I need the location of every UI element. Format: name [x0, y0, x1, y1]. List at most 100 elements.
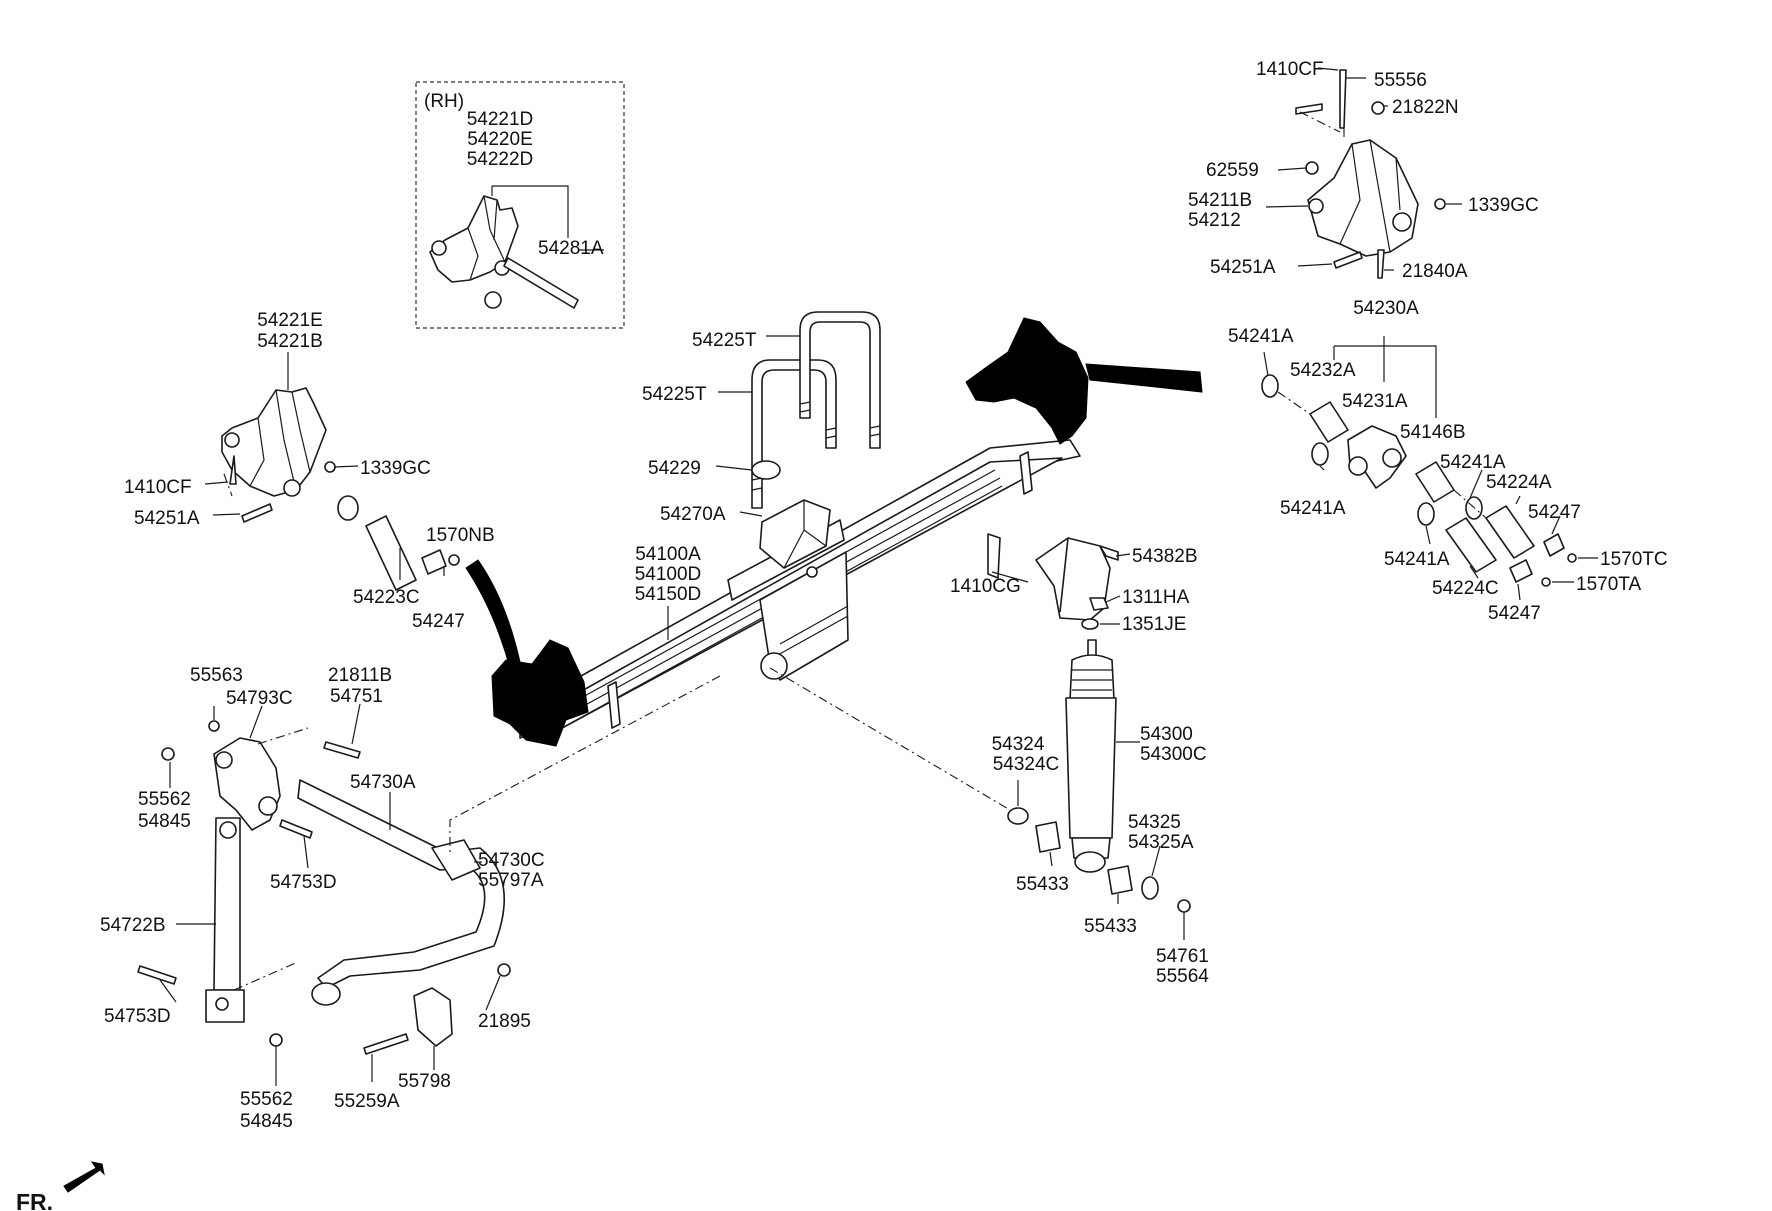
label-54221d: 54221D [467, 109, 534, 130]
washer-1351je [1081, 618, 1099, 630]
bushing-54232a [1309, 401, 1349, 443]
label-54225t-a: 54225T [692, 330, 757, 351]
label-55259a: 55259A [334, 1091, 400, 1112]
nut-1339gc-left [324, 461, 336, 473]
bolt-54247-left [421, 549, 447, 575]
label-1410cg: 1410CG [950, 576, 1021, 597]
label-54247-left: 54247 [412, 611, 465, 632]
nut-1311ha [1089, 597, 1109, 611]
nut-62559 [1305, 161, 1319, 175]
label-54222d: 54222D [467, 149, 534, 170]
nut-54761 [1177, 899, 1191, 913]
shock-upper-bracket [987, 533, 1119, 630]
label-54251a-right: 54251A [1210, 257, 1276, 278]
washer-54325 [1141, 876, 1159, 900]
rh-inset-frame [415, 81, 625, 329]
label-54845-bottom: 54845 [240, 1111, 293, 1132]
bolt-54753d-bottom [137, 965, 177, 985]
label-54150d: 54150D [635, 584, 702, 605]
label-54793c: 54793C [226, 688, 293, 709]
label-54751: 54751 [330, 686, 383, 707]
label-1570tc: 1570TC [1600, 549, 1668, 570]
label-1311ha: 1311HA [1122, 587, 1190, 608]
bolt-54247-right-upper [1543, 533, 1565, 557]
bolt-54251a-right [1333, 251, 1363, 269]
spring-rear-eye-silhouette [965, 317, 1089, 445]
rh-hanger-pin [503, 257, 579, 309]
bushing-54224c [1445, 517, 1497, 573]
label-54224a: 54224A [1486, 472, 1552, 493]
label-1351je: 1351JE [1122, 614, 1186, 635]
label-54845-top: 54845 [138, 811, 191, 832]
label-54722b: 54722B [100, 915, 166, 936]
label-1339gc-right: 1339GC [1468, 195, 1539, 216]
label-54146b: 54146B [1400, 422, 1466, 443]
bolt-1410cf-right [1295, 103, 1323, 115]
label-55563: 55563 [190, 665, 243, 686]
label-21822n: 21822N [1392, 97, 1459, 118]
front-direction-arrow [63, 1161, 105, 1193]
label-front-direction: FR. [16, 1189, 53, 1211]
u-bolt-rear [751, 359, 837, 509]
label-55798: 55798 [398, 1071, 451, 1092]
label-54100d: 54100D [635, 564, 702, 585]
label-1570ta: 1570TA [1576, 574, 1641, 595]
bolt-55259a [363, 1033, 409, 1055]
label-54761: 54761 [1156, 946, 1209, 967]
part-labels: (RH) 54221D 54220E 54222D 54281A 54221E … [16, 59, 1668, 1211]
bolt-1570ta [1541, 577, 1551, 587]
label-1570nb: 1570NB [426, 525, 495, 546]
alignment-lines [223, 111, 1487, 991]
label-54247-right-2: 54247 [1488, 603, 1541, 624]
label-54100a: 54100A [635, 544, 701, 565]
nut-55562-bottom [269, 1033, 283, 1047]
washer-54324 [1007, 807, 1029, 825]
label-54241a-2: 54241A [1440, 452, 1506, 473]
bolt-1570tc [1567, 553, 1577, 563]
label-54241a-1: 54241A [1228, 326, 1294, 347]
label-54270a: 54270A [660, 504, 726, 525]
label-54241a-3: 54241A [1280, 498, 1346, 519]
label-54212: 54212 [1188, 210, 1241, 231]
label-54325: 54325 [1128, 812, 1181, 833]
label-54211b: 54211B [1188, 190, 1252, 211]
pointer-wedge-left [465, 559, 521, 669]
label-54229: 54229 [648, 458, 701, 479]
bolt-1410cf-left [229, 455, 237, 485]
leaf-spring-center-eye [760, 652, 788, 680]
label-54221b: 54221B [257, 331, 323, 352]
label-55562-bottom: 55562 [240, 1089, 293, 1110]
label-62559: 62559 [1206, 160, 1259, 181]
label-54753d-bottom: 54753D [104, 1006, 171, 1027]
label-21840a: 21840A [1402, 261, 1468, 282]
nut-55562-top [161, 747, 175, 761]
label-54730c: 54730C [478, 850, 545, 871]
label-54281a: 54281A [538, 238, 604, 259]
label-54232a: 54232A [1290, 360, 1356, 381]
bolt-21840a [1377, 249, 1385, 279]
bolt-54251a-left [241, 503, 273, 523]
label-1339gc-left: 1339GC [360, 458, 431, 479]
u-bolt-front [799, 311, 881, 449]
label-55556: 55556 [1374, 70, 1427, 91]
washer-54241a-4 [1417, 502, 1435, 526]
nut-21822n [1371, 101, 1385, 115]
label-54382b: 54382B [1132, 546, 1198, 567]
stabilizer-link-eye [311, 982, 341, 1006]
shock-absorber [1065, 639, 1117, 873]
bracket-55798 [413, 987, 453, 1047]
rh-inset-box [415, 81, 625, 329]
label-55564: 55564 [1156, 966, 1209, 987]
label-54241a-4: 54241A [1384, 549, 1450, 570]
nut-55563 [208, 720, 220, 732]
bushing-55433-b [1107, 865, 1133, 895]
label-54251a-left: 54251A [134, 508, 200, 529]
washer-54241a-1 [1261, 374, 1279, 398]
bushing-54223c [365, 515, 417, 591]
label-54324: 54324 [992, 734, 1045, 755]
label-21811b: 21811B [328, 665, 392, 686]
left-front-hanger-bracket [221, 352, 327, 497]
label-55433-b: 55433 [1084, 916, 1137, 937]
